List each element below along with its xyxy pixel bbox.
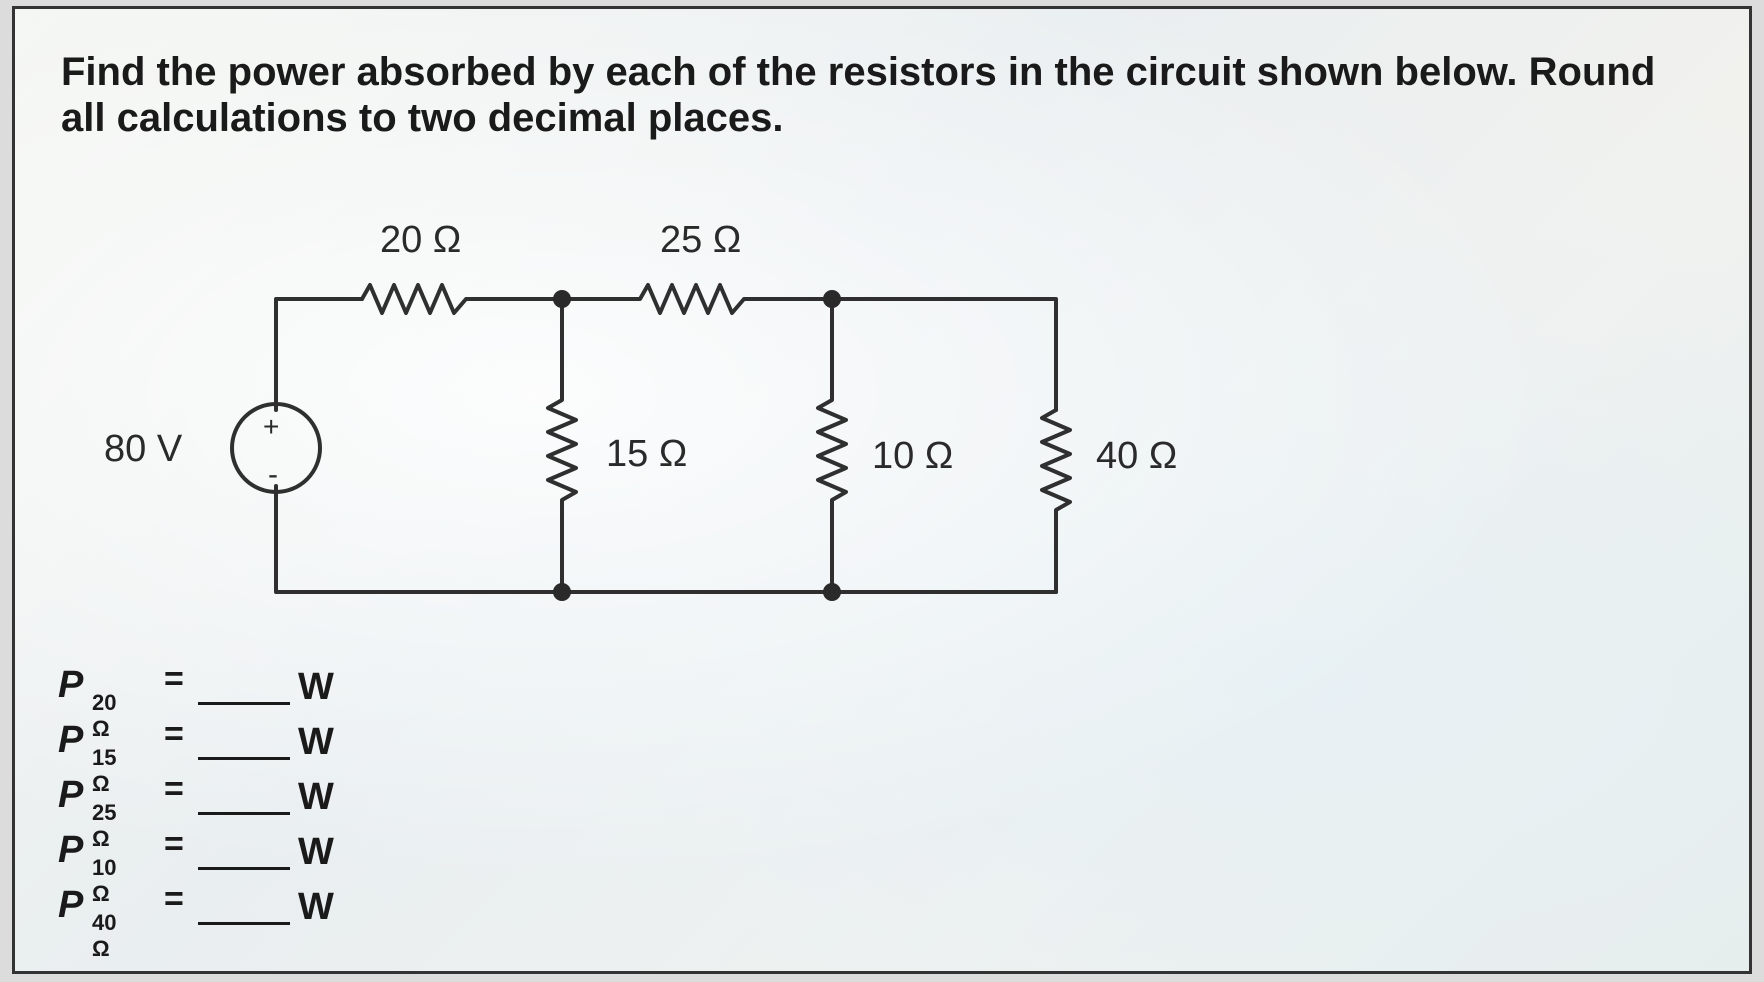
source-plus-sign: + — [263, 411, 279, 442]
power-subscript: 25 Ω — [92, 800, 117, 851]
resistor-25-label: 25 Ω — [660, 219, 741, 261]
answer-blank-25[interactable] — [198, 812, 290, 815]
equals-sign: = — [164, 715, 184, 753]
equals-sign: = — [164, 660, 184, 698]
answer-blank-15[interactable] — [198, 757, 290, 760]
question-card: Find the power absorbed by each of the r… — [12, 6, 1752, 974]
junction-node — [553, 583, 571, 601]
equals-sign: = — [164, 770, 184, 808]
source-minus-sign: - — [268, 458, 278, 491]
junction-node — [823, 583, 841, 601]
resistor-10-label: 10 Ω — [872, 435, 953, 477]
power-symbol: P — [58, 664, 84, 706]
power-symbol: P — [58, 829, 84, 871]
resistor-25-zigzag — [560, 283, 1058, 412]
unit-label: W — [298, 886, 334, 928]
unit-label: W — [298, 831, 334, 873]
answer-blank-10[interactable] — [198, 867, 290, 870]
answer-blank-20[interactable] — [198, 702, 290, 705]
junction-node — [553, 290, 571, 308]
resistor-15-zigzag — [546, 297, 578, 594]
source-voltage-label: 80 V — [104, 428, 183, 470]
resistor-15-label: 15 Ω — [606, 433, 687, 475]
unit-label: W — [298, 666, 334, 708]
answer-blank-40[interactable] — [198, 922, 290, 925]
problem-statement: Find the power absorbed by each of the r… — [61, 50, 1656, 140]
power-subscript: 10 Ω — [92, 855, 117, 906]
resistor-20-zigzag — [360, 283, 564, 315]
wire-left-top — [274, 297, 364, 412]
resistor-20-label: 20 Ω — [380, 219, 461, 261]
power-symbol: P — [58, 884, 84, 926]
resistor-40-zigzag — [1040, 408, 1072, 594]
power-subscript: 20 Ω — [92, 690, 117, 741]
resistor-40-label: 40 Ω — [1096, 435, 1177, 477]
power-subscript: 15 Ω — [92, 745, 117, 796]
voltage-source-symbol — [230, 402, 322, 494]
equals-sign: = — [164, 825, 184, 863]
wire-left-bottom — [274, 484, 1058, 594]
power-symbol: P — [58, 719, 84, 761]
unit-label: W — [298, 776, 334, 818]
power-symbol: P — [58, 774, 84, 816]
equals-sign: = — [164, 880, 184, 918]
unit-label: W — [298, 721, 334, 763]
power-subscript: 40 Ω — [92, 910, 117, 961]
junction-node — [823, 290, 841, 308]
resistor-10-zigzag — [816, 297, 848, 594]
